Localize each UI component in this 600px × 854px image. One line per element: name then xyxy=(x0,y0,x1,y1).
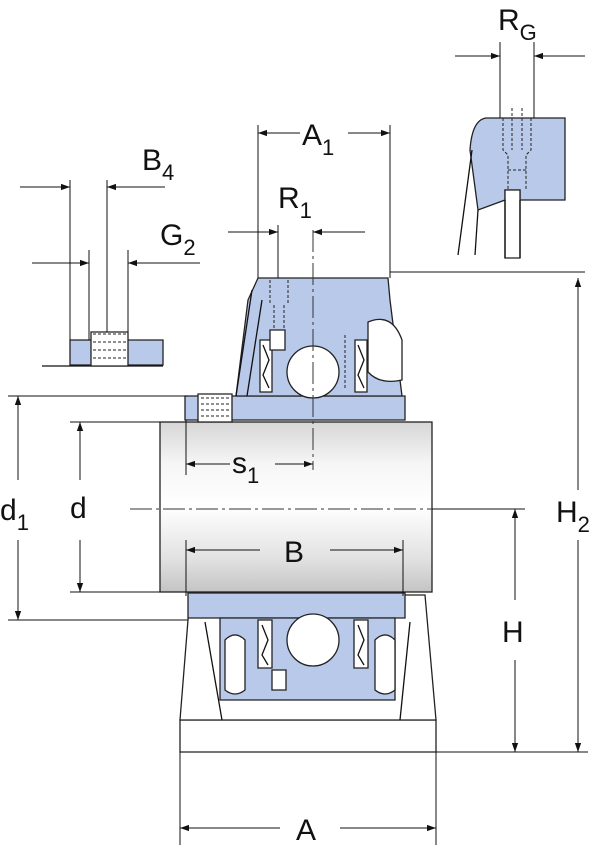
h2-label: H2 xyxy=(556,496,590,537)
upper-housing xyxy=(184,230,406,470)
d1-label: d1 xyxy=(0,494,29,535)
lower-housing xyxy=(187,592,406,701)
d-label: d xyxy=(70,492,87,525)
detail-b4-g2-view: B4 G2 xyxy=(20,144,200,367)
b-label: B xyxy=(284,536,304,569)
dimension-lines xyxy=(8,125,588,845)
shaft xyxy=(130,421,520,593)
a-label: A xyxy=(296,814,316,847)
rg-label: RG xyxy=(498,4,537,45)
s1-label: s1 xyxy=(232,447,259,488)
b4-label: B4 xyxy=(142,144,174,185)
g2-label: G2 xyxy=(160,219,196,260)
dimension-labels: A1 R1 s1 B d1 d H2 H A xyxy=(0,119,590,847)
h-label: H xyxy=(502,616,524,649)
r1-label: R1 xyxy=(278,182,312,223)
a1-label: A1 xyxy=(302,119,334,160)
detail-rg-view: RG xyxy=(455,4,585,259)
